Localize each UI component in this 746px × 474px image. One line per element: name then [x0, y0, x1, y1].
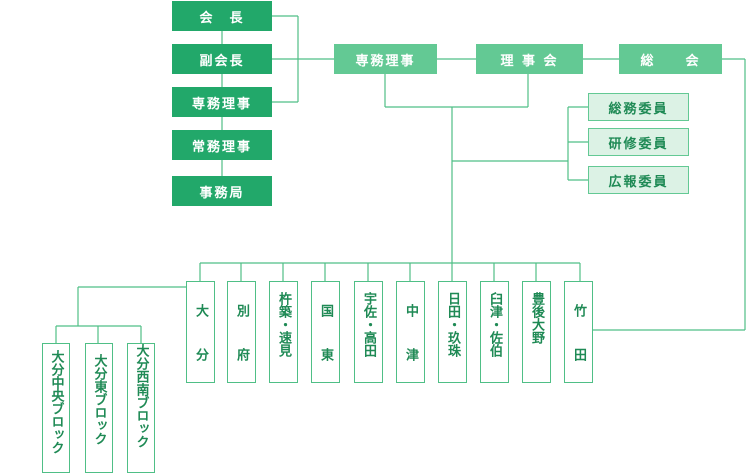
- managing-director-label: 常務理事: [191, 139, 252, 155]
- branch-label: 国: [318, 303, 333, 317]
- executive-director-label: 専務理事: [355, 53, 416, 69]
- training-committee-label: 研修委員: [608, 136, 669, 152]
- branch-label: 田: [571, 347, 586, 361]
- block-southwest-label: 大分西南ブロック: [133, 344, 149, 448]
- board-label: 理 事 会: [500, 53, 559, 69]
- branch-box: 臼津・佐伯: [480, 281, 509, 383]
- chairman-box: 会 長: [172, 1, 272, 31]
- general-affairs-committee-label: 総務委員: [608, 101, 669, 117]
- branch-box: 日田・玖珠: [438, 281, 467, 383]
- block-east-label: 大分東ブロック: [91, 354, 107, 445]
- branch-label: 府: [234, 347, 249, 361]
- executive-director-officer-label: 専務理事: [191, 96, 252, 112]
- branch-box: 宇佐・高田: [354, 281, 383, 383]
- chairman-label: 会 長: [199, 10, 245, 26]
- branch-label: 日田・玖珠: [445, 292, 460, 357]
- branch-box: 国東: [311, 281, 340, 383]
- branch-box: 豊後大野: [522, 281, 551, 383]
- branch-box: 中津: [396, 281, 425, 383]
- general-meeting-label: 総 会: [640, 53, 701, 69]
- managing-director-box: 常務理事: [172, 130, 272, 160]
- branch-label: 大: [193, 303, 208, 317]
- branch-label: 東: [318, 347, 333, 361]
- general-meeting-box: 総 会: [619, 44, 722, 74]
- branch-box: 杵築・速見: [269, 281, 298, 383]
- vice-chairman-box: 副会長: [172, 44, 272, 74]
- vice-chairman-label: 副会長: [199, 53, 245, 69]
- branch-label: 分: [193, 347, 208, 361]
- training-committee-box: 研修委員: [588, 128, 689, 156]
- branch-label: 臼津・佐伯: [487, 292, 502, 357]
- branch-label: 竹: [571, 303, 586, 317]
- public-relations-committee-label: 広報委員: [608, 174, 669, 190]
- board-box: 理 事 会: [476, 44, 583, 74]
- branch-label: 豊後大野: [529, 292, 544, 344]
- branch-box: 大分: [186, 281, 215, 383]
- branch-box: 竹田: [564, 281, 593, 383]
- block-central-label: 大分中央ブロック: [48, 350, 64, 454]
- branch-label: 津: [403, 347, 418, 361]
- branch-label: 別: [234, 303, 249, 317]
- block-southwest-box: 大分西南ブロック: [127, 343, 155, 473]
- secretariat-label: 事務局: [199, 185, 245, 201]
- branch-label: 宇佐・高田: [361, 292, 376, 357]
- branch-label: 杵築・速見: [276, 292, 291, 357]
- branch-label: 中: [403, 303, 418, 317]
- executive-director-officer-box: 専務理事: [172, 87, 272, 117]
- block-central-box: 大分中央ブロック: [42, 343, 70, 473]
- secretariat-box: 事務局: [172, 176, 272, 206]
- public-relations-committee-box: 広報委員: [588, 166, 689, 194]
- branch-box: 別府: [227, 281, 256, 383]
- block-east-box: 大分東ブロック: [85, 343, 113, 473]
- executive-director-box: 専務理事: [334, 44, 437, 74]
- general-affairs-committee-box: 総務委員: [588, 93, 689, 121]
